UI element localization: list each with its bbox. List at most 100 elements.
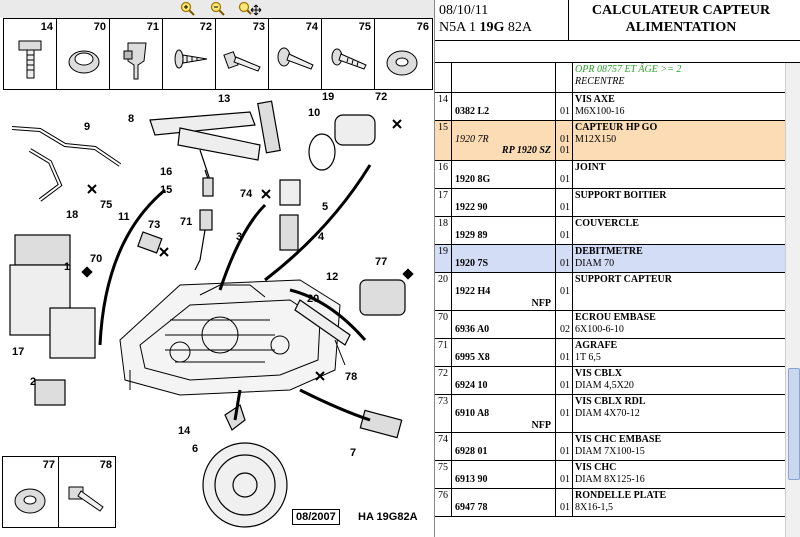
part-cell[interactable]: 77: [3, 457, 59, 527]
part-cell[interactable]: 70: [57, 19, 110, 89]
part-reference: 0382 L2: [455, 106, 490, 117]
callout: 73: [148, 219, 160, 231]
part-dimension: DIAM 8X125-16: [575, 474, 645, 485]
row-index: 17: [438, 190, 448, 201]
callout: 15: [160, 184, 172, 196]
scrollbar[interactable]: [785, 63, 800, 537]
part-designation: VIS AXE: [575, 94, 615, 105]
part-cell[interactable]: 76: [375, 19, 432, 89]
diagram-reference: 08/2007 HA 19G82A: [292, 509, 432, 526]
callout: 6: [192, 443, 198, 455]
callout: 12: [326, 271, 338, 283]
callout: 11: [118, 211, 130, 223]
part-dimension: 8X16-1,5: [575, 502, 614, 513]
code-part: 82A: [504, 20, 532, 35]
row-index: 15: [438, 122, 448, 133]
part-reference: 1920 7S: [455, 258, 489, 269]
row-index: 72: [438, 368, 448, 379]
part-dimension: DIAM 7X100-15: [575, 446, 645, 457]
callout: 18: [66, 209, 78, 221]
part-reference: 6910 A8: [455, 408, 490, 419]
row-index: 73: [438, 396, 448, 407]
quantity: 01: [560, 474, 570, 485]
callout: 5: [322, 201, 328, 213]
callout: 20: [307, 293, 319, 305]
callout: 77: [375, 256, 387, 268]
part-number: 72: [199, 21, 212, 33]
part-reference: 1922 90: [455, 202, 488, 213]
quantity: 01: [560, 202, 570, 213]
part-reference: 6928 01: [455, 446, 488, 457]
callout: 2: [30, 376, 36, 388]
part-designation: JOINT: [575, 162, 606, 173]
washer-icon: [14, 488, 46, 514]
quantity: 01: [560, 230, 570, 241]
part-cell[interactable]: 74: [269, 19, 322, 89]
diagram-date: 08/2007: [292, 509, 340, 525]
callout: 71: [180, 216, 192, 228]
quantity: 01: [560, 106, 570, 117]
flange-bolt-icon: [277, 47, 314, 70]
part-cell[interactable]: 72: [163, 19, 216, 89]
zoom-in-icon[interactable]: [180, 1, 196, 17]
quantity: 01: [560, 502, 570, 513]
callout: 9: [84, 121, 90, 133]
part-reference: 6924 10: [455, 380, 488, 391]
bolt-icon: [223, 51, 261, 72]
part-reference: 6995 X8: [455, 352, 490, 363]
part-designation: VIS CHC EMBASE: [575, 434, 662, 445]
part-cell[interactable]: 75: [322, 19, 375, 89]
callout: 3: [236, 231, 242, 243]
part-dimension: 1T 6,5: [575, 352, 601, 363]
callout: 14: [178, 425, 191, 437]
callout: 72: [375, 91, 387, 103]
callout: 13: [218, 93, 230, 105]
socket-screw-icon: [331, 48, 367, 70]
header-code: N5A 1 19G 82A: [439, 20, 532, 36]
quantity: 01: [560, 446, 570, 457]
part-cell[interactable]: 14: [4, 19, 57, 89]
callout: 75: [100, 199, 112, 211]
part-reference: 1920 7R: [455, 134, 489, 145]
zoom-out-icon[interactable]: [210, 1, 226, 17]
part-cell[interactable]: 73: [216, 19, 269, 89]
quantity: 01: [560, 258, 570, 269]
nfp-flag: NFP: [531, 420, 551, 431]
part-cell[interactable]: 71: [110, 19, 163, 89]
quantity-alt: 01: [560, 145, 570, 156]
scrollbar-thumb[interactable]: [788, 368, 800, 480]
part-number: 14: [40, 21, 53, 33]
row-index: 70: [438, 312, 448, 323]
callout: 17: [12, 346, 24, 358]
zoom-pan-icon[interactable]: [238, 1, 262, 17]
row-index: 19: [438, 246, 448, 257]
part-dimension: DIAM 4X70-12: [575, 408, 640, 419]
callout: 74: [240, 188, 253, 200]
part-cell[interactable]: 78: [59, 457, 115, 527]
row-index: 75: [438, 462, 448, 473]
callout: 1: [64, 261, 70, 273]
quantity: 01: [560, 408, 570, 419]
row-index: 20: [438, 274, 448, 285]
part-number: 73: [252, 21, 265, 33]
quantity: 01: [560, 286, 570, 297]
part-number: 78: [99, 459, 112, 471]
row-index: 74: [438, 434, 448, 445]
part-number: 74: [305, 21, 318, 33]
